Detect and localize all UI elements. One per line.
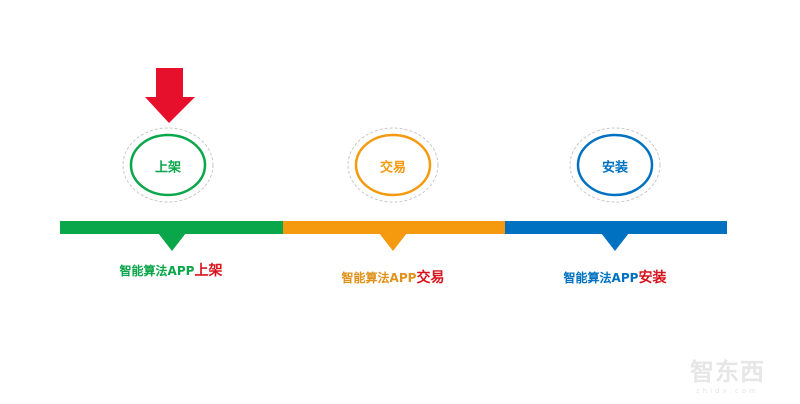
timeline-segment-2: [283, 221, 505, 234]
step-label-1: 智能算法APP上架: [119, 263, 223, 279]
step-label-2: 智能算法APP交易: [341, 270, 445, 286]
step-circle-2-text: 交易: [379, 160, 407, 176]
step-circle-2: [347, 127, 439, 203]
step-circle-1: [122, 127, 214, 203]
watermark-url: zhidx.com: [696, 387, 759, 395]
step-label-3: 智能算法APP安装: [563, 270, 667, 286]
step-circle-1-text: 上架: [154, 160, 182, 176]
step-circle-3: [569, 127, 661, 203]
pointer-2: [379, 233, 407, 251]
watermark-title: 智东西: [690, 358, 765, 386]
timeline-segment-3: [505, 221, 727, 234]
timeline-segment-1: [60, 221, 283, 234]
down-arrow-icon: [145, 68, 195, 123]
step-circle-3-text: 安装: [601, 160, 629, 176]
pointer-1: [158, 233, 186, 251]
pointer-3: [601, 233, 629, 251]
watermark-logo: 智东西 zhidx.com: [690, 352, 765, 395]
